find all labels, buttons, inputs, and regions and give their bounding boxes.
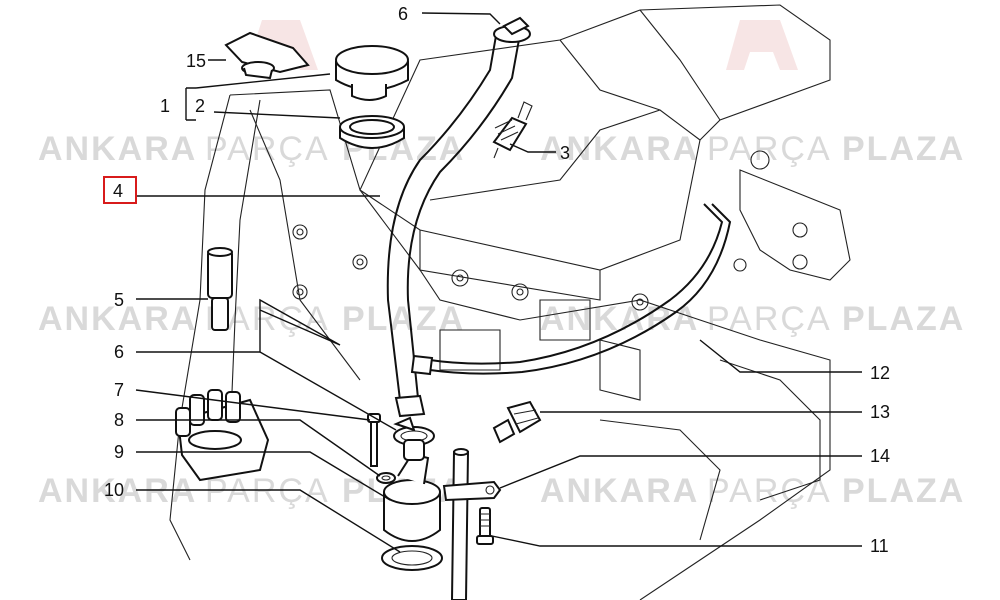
watermark-text: ANKARA: [38, 472, 197, 510]
leader-9: [136, 451, 391, 501]
breather-housing: [383, 439, 441, 542]
valve-cover-ridge: [639, 9, 721, 121]
leader-7: [135, 389, 371, 421]
callout-8[interactable]: 8: [114, 410, 124, 430]
bracket-bolt: [792, 222, 808, 238]
pipe-sleeve: [207, 247, 233, 331]
watermark-text: PLAZA: [842, 130, 965, 168]
watermark-text: ANKARA: [38, 130, 197, 168]
watermark-text: PARÇA: [707, 130, 832, 168]
wiring-connector: [492, 101, 533, 159]
callout-2[interactable]: 2: [195, 96, 205, 116]
hose-clamp-top: [493, 16, 531, 43]
port-flange: [539, 299, 591, 341]
leader-lines: [135, 12, 862, 553]
highlight-box-4: [103, 176, 137, 204]
port-flange: [439, 329, 501, 371]
callout-4[interactable]: 4: [113, 181, 123, 201]
bracket-bolt: [476, 507, 494, 545]
watermark-row-3: ANKARA PARÇA PLAZA ANKARA PARÇA PLAZA: [38, 472, 965, 510]
washer: [376, 472, 396, 484]
callout-5[interactable]: 5: [114, 290, 124, 310]
callout-6-clamp[interactable]: 6: [114, 342, 124, 362]
leader-3: [509, 143, 556, 153]
oil-filler-cap: [335, 45, 409, 101]
cylinder-head-outline: [229, 89, 831, 600]
callout-15[interactable]: 15: [186, 51, 206, 71]
watermark-text: PLAZA: [842, 300, 965, 338]
callout-12[interactable]: 12: [870, 363, 890, 383]
screw: [367, 413, 381, 467]
temperature-sensor: [492, 400, 542, 444]
filler-cap-cover: [224, 31, 310, 80]
watermark-text: PARÇA: [205, 472, 330, 510]
block-right-contour: [599, 419, 721, 541]
callout-11[interactable]: 11: [870, 536, 889, 556]
engine-bracket: [739, 169, 851, 281]
watermark-text: PARÇA: [707, 300, 832, 338]
callout-9[interactable]: 9: [114, 442, 124, 462]
block-inner-line: [249, 109, 361, 381]
leader-6-clamp-tip: [259, 351, 397, 431]
leader-12: [699, 339, 862, 373]
dipstick-tube: [450, 448, 470, 600]
bracket-bolt: [733, 258, 747, 272]
leader-6-clamp: [136, 298, 341, 353]
valve-cover-edge: [429, 109, 701, 201]
watermark-row-1: ANKARA PARÇA PLAZA ANKARA PARÇA PLAZA: [38, 130, 965, 168]
leader-6-top: [421, 12, 501, 25]
watermark-text: PLAZA: [842, 472, 965, 510]
secondary-hose: [410, 203, 732, 376]
bracket-bolt: [792, 254, 808, 270]
tube-bracket: [442, 480, 502, 502]
watermark-text: PARÇA: [707, 472, 832, 510]
bracket-1: [185, 87, 196, 121]
breather-hose: [386, 29, 521, 418]
watermark-text: ANKARA: [540, 300, 699, 338]
callout-6-top[interactable]: 6: [398, 4, 408, 24]
head-bolts: [292, 224, 649, 311]
callout-labels: 15 1 2 6 3 4 5 6 7 8 9 10 12 13 14 11: [103, 4, 890, 556]
watermark-text: ANKARA: [540, 472, 699, 510]
leader-8: [136, 419, 381, 477]
block-inner-line: [229, 99, 261, 441]
watermark-row-2: ANKARA PARÇA PLAZA ANKARA PARÇA PLAZA: [38, 300, 965, 338]
block-right-contour: [719, 359, 821, 501]
leader-1: [195, 73, 331, 89]
watermark-layer: ANKARA PARÇA PLAZA ANKARA PARÇA PLAZA AN…: [38, 20, 965, 510]
callout-7[interactable]: 7: [114, 380, 124, 400]
valve-cover-flange: [419, 230, 601, 301]
housing-gasket: [381, 545, 443, 571]
distributor-cap: [175, 389, 270, 482]
leader-10: [136, 489, 401, 553]
callout-14[interactable]: 14: [870, 446, 890, 466]
bracket-bolt: [750, 150, 770, 170]
leader-14: [499, 455, 862, 489]
valve-cover-ridge: [559, 39, 661, 111]
leader-11: [491, 535, 862, 547]
callout-1[interactable]: 1: [160, 96, 170, 116]
callout-3[interactable]: 3: [560, 143, 570, 163]
port-flange: [599, 339, 641, 401]
callout-13[interactable]: 13: [870, 402, 890, 422]
seal-ring: [339, 115, 405, 149]
block-left-outline: [169, 94, 231, 561]
engine-block: [169, 4, 851, 600]
callout-10[interactable]: 10: [104, 480, 124, 500]
watermark-text: PLAZA: [342, 300, 465, 338]
watermark-text: ANKARA: [540, 130, 699, 168]
watermark-text: ANKARA: [38, 300, 197, 338]
leader-2: [213, 111, 341, 119]
